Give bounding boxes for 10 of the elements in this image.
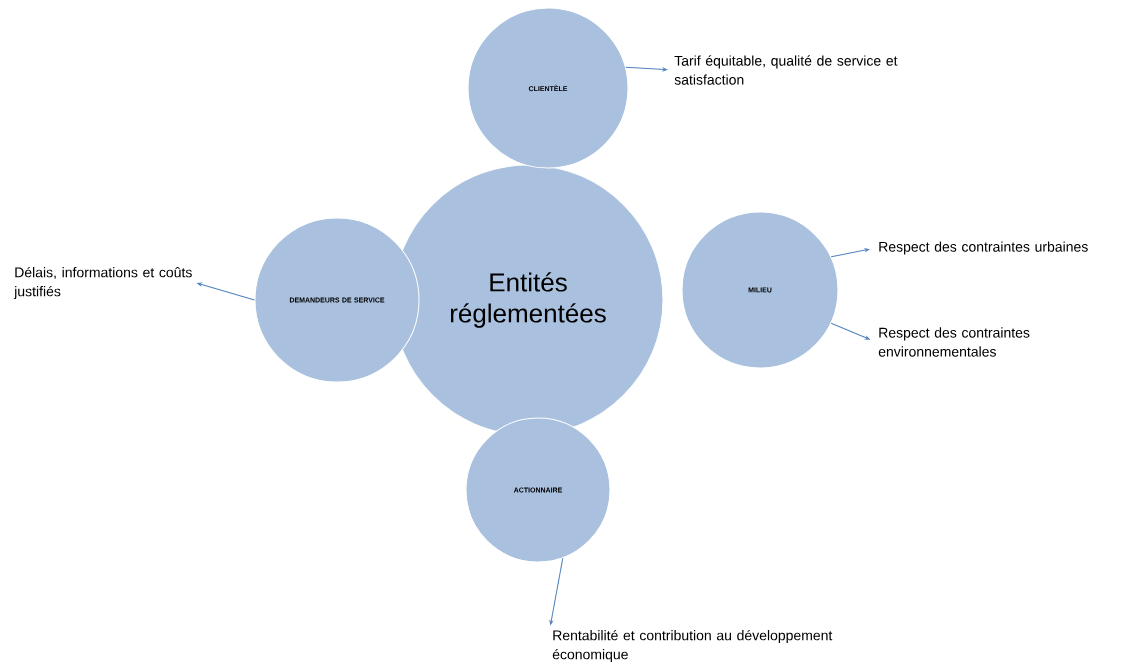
note-text: Respect des contraintes urbaines xyxy=(879,241,1088,255)
arrow xyxy=(625,66,668,72)
arrow xyxy=(830,248,870,258)
arrow xyxy=(549,557,564,625)
note-text: Respect des contraintes environnementales xyxy=(878,327,1030,357)
arrow xyxy=(830,322,870,340)
note-text: Délais, informations et coûts justifiés xyxy=(13,266,192,300)
arrow xyxy=(197,282,255,301)
note-text: Rentabilité et contribution au développement économique xyxy=(552,629,833,663)
note-text: Tarif équitable, qualité de service et satisfaction xyxy=(674,55,898,85)
